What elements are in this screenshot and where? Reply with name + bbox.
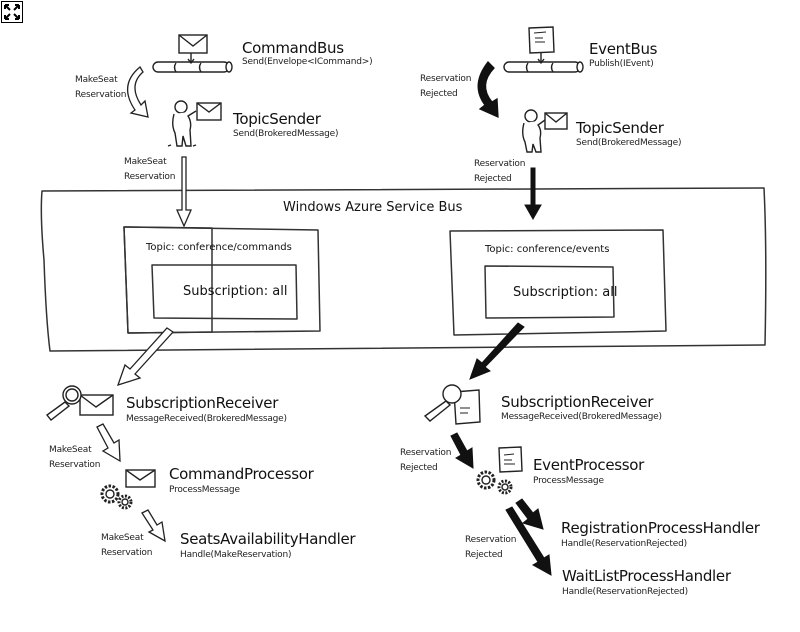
event-topic-sender-icon — [522, 109, 568, 153]
registration-process-handler-title: RegistrationProcessHandler — [561, 519, 760, 537]
event-subscription-label: Subscription: all — [513, 285, 618, 300]
command-receiver-icon — [45, 385, 114, 421]
command-topic-sender-method: Send(BrokeredMessage) — [233, 129, 339, 139]
event-processor-method: ProcessMessage — [533, 476, 604, 486]
event-bus-icon — [503, 26, 584, 73]
event-topic-frame — [449, 229, 667, 336]
command-sender-to-topic-arrow — [176, 156, 192, 228]
command-topic-frame — [123, 226, 321, 334]
command-topic-sender-title: TopicSender — [233, 110, 321, 128]
event-processor-to-waitlist-arrow — [505, 506, 552, 576]
event-subscription-to-receiver-arrow — [469, 322, 525, 380]
event-bus-method: Publish(IEvent) — [589, 59, 654, 69]
seats-availability-handler-title: SeatsAvailabilityHandler — [180, 530, 356, 548]
event-receiver-title: SubscriptionReceiver — [501, 393, 654, 411]
command-bus-title: CommandBus — [242, 39, 344, 57]
event-topic-sender-title: TopicSender — [576, 119, 664, 137]
command-receiver-to-processor-arrow — [96, 423, 121, 463]
seats-availability-handler-method: Handle(MakeReservation) — [180, 550, 292, 560]
command-bus-method: Send(Envelope<ICommand>) — [242, 57, 373, 67]
waitlist-process-handler-title: WaitListProcessHandler — [562, 567, 731, 585]
command-processor-title: CommandProcessor — [169, 465, 314, 483]
waitlist-process-handler-method: Handle(ReservationRejected) — [562, 587, 688, 597]
event-receiver-icon — [423, 384, 481, 425]
command-processor-method: ProcessMessage — [169, 485, 240, 495]
command-subscription-label: Subscription: all — [183, 284, 288, 299]
command-processor-icon — [100, 469, 156, 510]
event-topic-label: Topic: conference/events — [485, 244, 610, 255]
expand-icon — [4, 4, 20, 20]
service-bus-container — [40, 187, 767, 352]
event-subscription-box — [484, 265, 615, 319]
command-subscription-to-receiver-arrow — [116, 327, 174, 387]
event-processor-title: EventProcessor — [533, 456, 645, 474]
event-bus-title: EventBus — [589, 40, 658, 58]
command-receiver-method: MessageReceived(BrokeredMessage) — [126, 414, 287, 424]
registration-process-handler-method: Handle(ReservationRejected) — [561, 539, 687, 549]
command-topic-sender-icon — [167, 100, 222, 147]
command-bus-to-sender-arrow — [127, 66, 149, 118]
command-subscription-box — [151, 264, 298, 320]
service-bus-title: Windows Azure Service Bus — [283, 200, 463, 215]
event-processor-icon — [476, 446, 523, 495]
event-bus-to-sender-arrow — [477, 61, 499, 119]
event-receiver-method: MessageReceived(BrokeredMessage) — [501, 412, 662, 422]
event-topic-sender-method: Send(BrokeredMessage) — [576, 138, 682, 148]
command-topic-label: Topic: conference/commands — [146, 242, 292, 253]
command-receiver-title: SubscriptionReceiver — [126, 394, 279, 412]
event-receiver-to-processor-arrow — [450, 432, 474, 469]
expand-button[interactable] — [1, 1, 23, 23]
command-processor-to-handler-arrow — [141, 509, 166, 543]
event-sender-to-topic-arrow — [524, 167, 542, 221]
event-processor-to-registration-arrow — [515, 498, 544, 530]
command-bus-icon — [152, 34, 233, 73]
